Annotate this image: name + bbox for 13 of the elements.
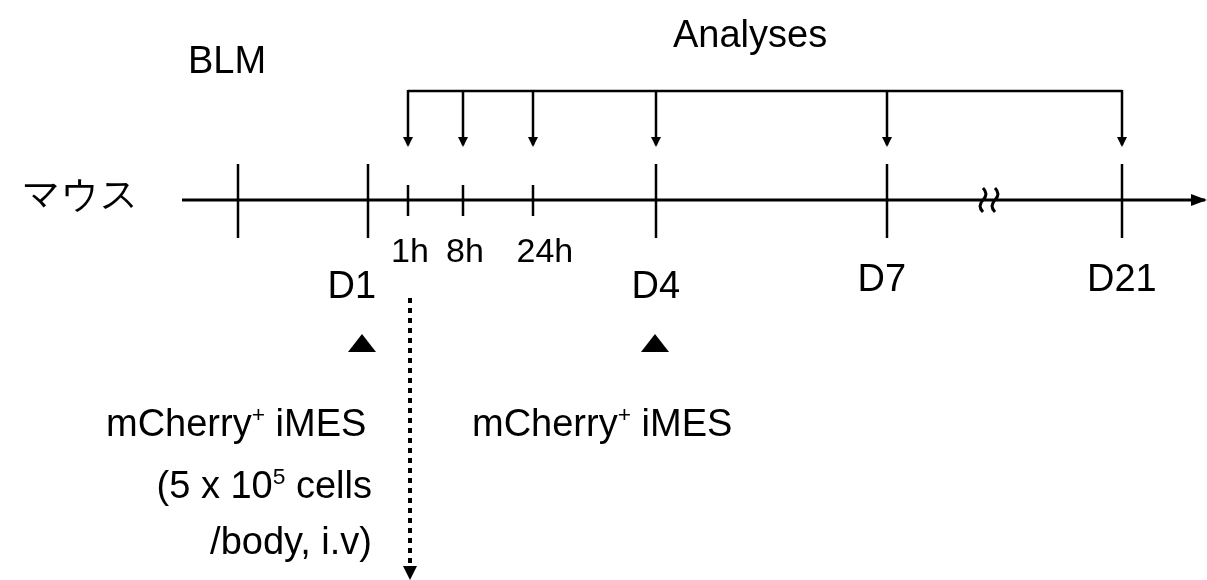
day-label: D7 bbox=[857, 256, 907, 300]
treatment-label: mCherry$^{+}$ iMES bbox=[472, 400, 733, 445]
time-label: 8h bbox=[446, 230, 484, 271]
subject-label: マウス bbox=[22, 172, 139, 216]
time-label: 24h bbox=[516, 230, 574, 271]
time-label: 1h bbox=[391, 230, 429, 271]
day-label: D21 bbox=[1087, 256, 1157, 300]
drug-label: BLM bbox=[188, 38, 267, 82]
treatment-label: mCherry$^{+}$ iMES bbox=[106, 400, 367, 445]
dose-note: (5 x 10$^{5}$ cells /body, i.v) bbox=[155, 462, 372, 564]
heading: Analyses bbox=[673, 12, 828, 56]
day-label: D4 bbox=[631, 263, 681, 307]
day-label: D1 bbox=[327, 263, 377, 307]
